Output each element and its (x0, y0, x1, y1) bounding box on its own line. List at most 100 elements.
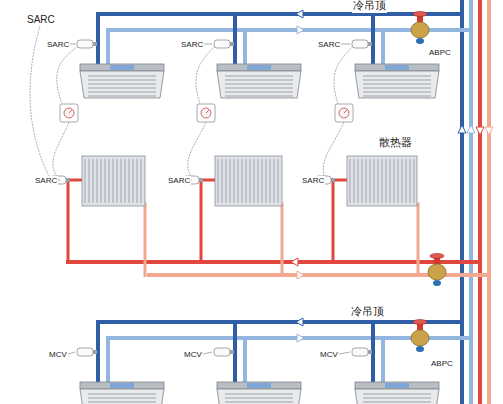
drawing-stroke (206, 110, 209, 113)
drawing-stroke (64, 108, 74, 118)
flow-arrow (476, 127, 484, 135)
drawing-stroke (363, 394, 431, 395)
drawing-stroke (413, 320, 427, 325)
drawing-stroke (335, 104, 353, 122)
drawing-stroke (128, 159, 129, 203)
drawing-stroke (88, 84, 156, 85)
drawing-stroke (136, 159, 137, 203)
leader-line (339, 352, 350, 354)
drawing-stroke (225, 92, 293, 93)
drawing-stroke (80, 389, 164, 404)
drawing-stroke (120, 159, 121, 203)
drawing-stroke (82, 156, 145, 206)
drawing-stroke (385, 159, 386, 203)
drawing-stroke (69, 110, 72, 113)
control-wire (196, 46, 215, 104)
radiator (82, 156, 145, 206)
drawing-stroke (247, 65, 271, 70)
valve-actuator (214, 348, 234, 356)
drawing-stroke (60, 104, 78, 122)
drawing-stroke (416, 38, 424, 44)
chilled-ceiling-unit (355, 64, 439, 98)
drawing-stroke (217, 159, 218, 203)
flow-arrow (467, 125, 475, 133)
room-thermostat (60, 104, 78, 122)
valve-label: MCV (48, 350, 68, 359)
drawing-stroke (265, 159, 266, 203)
balancing-valve (411, 320, 429, 353)
drawing-stroke (110, 65, 134, 70)
valve-label: SARC (34, 176, 58, 185)
drawing-stroke (409, 159, 410, 203)
drawing-stroke (339, 108, 349, 118)
valve-actuator (77, 40, 97, 48)
drawing-stroke (241, 159, 242, 203)
drawing-stroke (368, 350, 372, 354)
pipe (371, 12, 375, 64)
drawing-stroke (416, 346, 424, 352)
drawing-stroke (357, 159, 358, 203)
leader-line (68, 352, 75, 354)
flow-arrow (296, 318, 303, 326)
room-thermostat (335, 104, 353, 122)
drawing-stroke (88, 394, 156, 395)
control-wire (53, 122, 69, 178)
drawing-stroke (77, 40, 93, 48)
pipe (381, 28, 385, 64)
drawing-stroke (247, 383, 271, 388)
drawing-stroke (331, 178, 335, 182)
drawing-stroke (237, 159, 238, 203)
drawing-stroke (225, 88, 293, 89)
drawing-stroke (93, 350, 97, 354)
pipe (143, 204, 145, 277)
control-wire (188, 122, 206, 178)
drawing-stroke (389, 159, 390, 203)
pipe (98, 320, 464, 324)
drawing-stroke (217, 64, 301, 71)
drawing-stroke (373, 159, 374, 203)
drawing-stroke (225, 402, 293, 403)
drawing-stroke (88, 402, 156, 403)
drawing-stroke (249, 159, 250, 203)
drawing-stroke (124, 159, 125, 203)
drawing-stroke (229, 159, 230, 203)
drawing-stroke (215, 156, 282, 206)
drawing-stroke (361, 159, 362, 203)
drawing-stroke (140, 159, 141, 203)
pipe (68, 180, 82, 262)
drawing-stroke (352, 40, 368, 48)
ceiling-title: 冷吊顶 (352, 0, 387, 13)
drawing-stroke (355, 382, 439, 389)
drawing-stroke (233, 159, 234, 203)
drawing-stroke (199, 178, 203, 182)
drawing-stroke (347, 156, 417, 206)
pipe (233, 12, 237, 64)
drawing-stroke (217, 71, 301, 98)
drawing-stroke (413, 159, 414, 203)
drawing-stroke (433, 280, 441, 286)
drawing-stroke (352, 348, 368, 356)
pipe (487, 0, 491, 404)
pipe (106, 336, 110, 384)
pipe (98, 12, 464, 16)
drawing-stroke (428, 264, 446, 280)
valve-actuator (352, 348, 372, 356)
valve-actuator (214, 40, 234, 48)
flow-arrow (485, 127, 493, 135)
drawing-stroke (430, 254, 444, 259)
valve-label: SARC (317, 40, 341, 49)
drawing-stroke (225, 394, 293, 395)
drawing-stroke (261, 159, 262, 203)
drawing-stroke (225, 159, 226, 203)
drawing-stroke (411, 22, 429, 38)
balancing-valve (428, 254, 446, 287)
drawing-stroke (365, 159, 366, 203)
pipe (243, 28, 247, 64)
drawing-stroke (225, 398, 293, 399)
drawing-stroke (214, 40, 230, 48)
drawing-stroke (217, 389, 301, 404)
drawing-stroke (88, 88, 156, 89)
pipe (96, 12, 100, 64)
drawing-stroke (385, 383, 409, 388)
